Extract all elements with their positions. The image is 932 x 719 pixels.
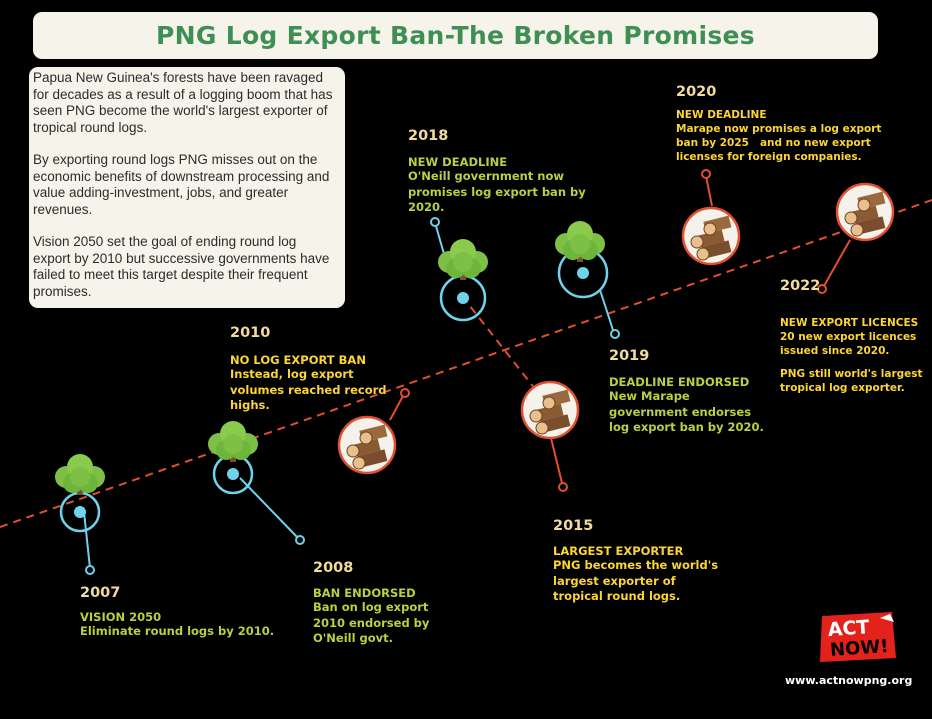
intro-paragraph: By exporting round logs PNG misses out o… [33,152,330,217]
event-2008: 2008 BAN ENDORSED Ban on log export 2010… [313,560,438,647]
event-2018: 2018 NEW DEADLINE O'Neill government now… [408,128,618,216]
event-year: 2010 [230,325,271,341]
event-2019: 2019 DEADLINE ENDORSED New Marape govern… [609,348,769,436]
event-year: 2008 [313,560,354,576]
tree-icon [555,221,605,262]
event-heading: NEW DEADLINE [408,155,508,169]
node-2019 [555,221,620,339]
node-2008 [337,388,410,475]
event-body-note: PNG still world's largest tropical log e… [780,368,923,394]
event-body: O'Neill government now promises log expo… [408,169,586,214]
event-year: 2019 [609,348,650,364]
node-2007 [55,454,105,575]
event-body: Marape now promises a log export ban by … [676,123,886,163]
event-heading: NEW DEADLINE [676,109,767,121]
tree-icon [438,239,488,280]
timeline-dashed-line [0,199,932,528]
page-title: PNG Log Export Ban-The Broken Promises [156,21,755,50]
event-2007: 2007 VISION 2050 Eliminate round logs by… [80,585,280,640]
svg-text:NOW!: NOW! [829,636,889,661]
event-body: PNG becomes the world's largest exporter… [553,558,719,603]
event-body: Eliminate round logs by 2010. [80,624,275,638]
event-2022: 2022 NEW EXPORT LICENCES 20 new export l… [780,278,925,395]
event-body: 20 new export licences issued since 2020… [780,331,917,357]
event-2010: 2010 NO LOG EXPORT BAN Instead, log expo… [230,325,405,414]
event-heading: BAN ENDORSED [313,586,416,600]
svg-text:ACT: ACT [827,616,870,641]
website-url[interactable]: www.actnowpng.org [785,674,913,687]
node-2020 [681,169,741,266]
event-heading: VISION 2050 [80,610,162,624]
event-year: 2007 [80,585,121,601]
title-banner: PNG Log Export Ban-The Broken Promises [33,12,878,59]
event-year: 2020 [676,84,717,100]
event-2015: 2015 LARGEST EXPORTER PNG becomes the wo… [553,518,728,605]
intro-paragraph: Papua New Guinea's forests have been rav… [33,70,333,135]
event-body: New Marape government endorses log expor… [609,389,764,434]
event-year: 2022 [780,278,821,294]
event-year: 2015 [553,518,594,534]
event-2020: 2020 NEW DEADLINE Marape now promises a … [676,84,916,164]
event-body: Ban on log export 2010 endorsed by O'Nei… [313,600,430,645]
node-2015 [520,380,580,492]
act-now-logo: ACT NOW! [820,612,896,662]
event-heading: DEADLINE ENDORSED [609,375,750,389]
event-body: Instead, log export volumes reached reco… [230,367,387,412]
node-2018 [430,217,488,322]
intro-box: Papua New Guinea's forests have been rav… [29,67,345,308]
event-heading: NEW EXPORT LICENCES [780,317,919,329]
event-heading: LARGEST EXPORTER [553,544,684,558]
tree-icon [55,454,105,495]
node-2022 [817,182,895,294]
event-year: 2018 [408,128,449,144]
node-2010 [208,421,305,545]
event-heading: NO LOG EXPORT BAN [230,353,366,367]
intro-paragraph: Vision 2050 set the goal of ending round… [33,234,330,299]
tree-icon [208,421,258,462]
